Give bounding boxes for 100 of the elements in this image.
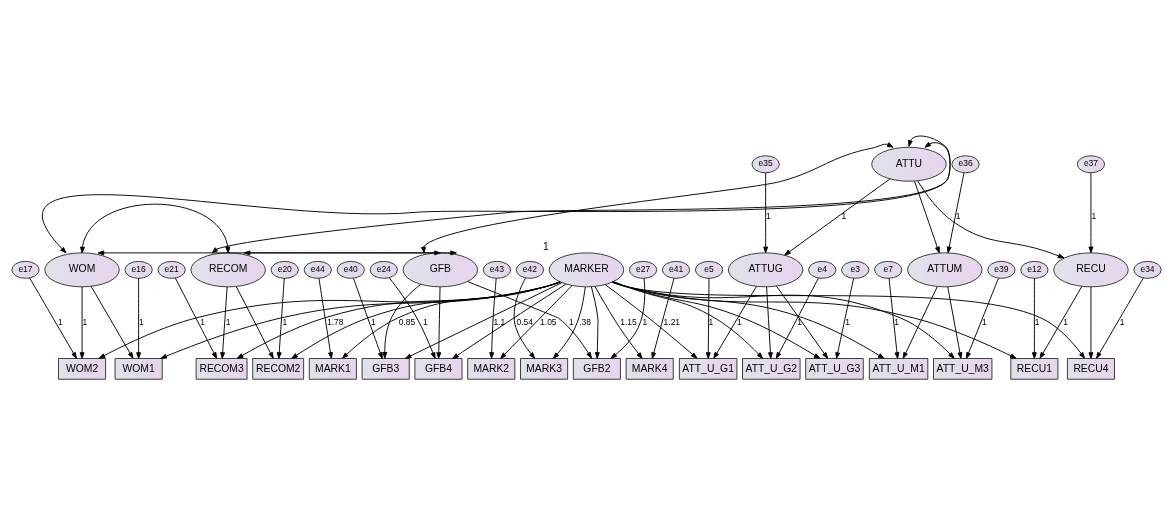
node-box: MARK4	[625, 358, 674, 380]
node-box: GFB3	[361, 358, 410, 380]
edge-label: 1.05	[540, 316, 557, 327]
arrow	[353, 277, 383, 359]
edge-label: 1	[1119, 316, 1125, 327]
arrow	[775, 277, 819, 359]
node-ellipse: e21	[157, 260, 186, 279]
edge-label: 0.85	[398, 316, 416, 327]
node-ellipse: e7	[874, 260, 903, 279]
node-ellipse: e20	[270, 260, 299, 279]
arrow	[342, 281, 561, 359]
node-ellipse: e42	[515, 260, 545, 279]
arrow	[914, 180, 940, 254]
arrow	[404, 282, 563, 359]
arrow	[613, 281, 764, 359]
node-box: RECU4	[1066, 358, 1115, 380]
arrow	[236, 281, 561, 359]
arrow	[612, 281, 885, 359]
arrow	[917, 180, 1065, 259]
arrow	[611, 281, 955, 359]
edge-label: 1	[708, 316, 714, 327]
arrow	[784, 178, 891, 256]
edge-label: 1	[1034, 316, 1040, 327]
node-box: ATT_U_G2	[742, 358, 801, 380]
edge-label: 1	[569, 316, 574, 327]
node-box: WOM2	[58, 358, 107, 380]
arrow	[276, 277, 285, 359]
node-label: 1	[543, 240, 549, 252]
node-box: RECOM3	[195, 358, 248, 380]
node-ellipse: e3	[841, 260, 870, 279]
arrow	[513, 277, 536, 359]
node-ellipse: e41	[661, 260, 691, 279]
node-ellipse: e36	[951, 155, 980, 174]
edge-label: 1	[736, 316, 742, 327]
arrow	[902, 286, 938, 359]
arrow	[766, 286, 773, 359]
edge-label: 1	[982, 316, 987, 327]
edge-label: 1	[1063, 316, 1068, 327]
edge-label: 1.15	[620, 316, 637, 327]
edge-label: 1	[894, 316, 900, 327]
arrow	[594, 285, 643, 359]
edge-label: 1	[282, 316, 288, 327]
edge-label: 1	[642, 316, 648, 327]
arrow	[291, 281, 561, 359]
edge-label: 1.1	[493, 316, 506, 327]
arrow	[888, 277, 900, 359]
arrow	[1088, 286, 1094, 359]
arrow	[382, 283, 422, 359]
arrow	[79, 286, 85, 359]
arrow	[763, 172, 769, 254]
node-ellipse: e39	[987, 260, 1016, 279]
node-ellipse: e17	[11, 260, 40, 279]
node-ellipse: e34	[1133, 260, 1162, 279]
arrow	[705, 277, 711, 359]
arrow	[174, 277, 218, 359]
arrow	[500, 285, 573, 359]
arrow	[713, 285, 757, 359]
node-ellipse: ATTUG	[727, 252, 804, 288]
arrow	[29, 277, 77, 359]
arrow	[467, 281, 592, 359]
arrow	[1088, 172, 1094, 254]
arrow	[318, 277, 333, 359]
arrow	[604, 284, 698, 359]
arrow	[136, 277, 142, 359]
edge-label: 1.21	[663, 316, 681, 327]
node-box: GFB4	[414, 358, 463, 380]
arrow	[236, 286, 274, 359]
edge-label: 1.78	[326, 316, 344, 327]
node-box: MARK1	[308, 358, 357, 380]
arrow	[1039, 285, 1083, 359]
arrow	[651, 277, 675, 359]
node-ellipse: e24	[369, 260, 398, 279]
arrow	[552, 286, 586, 359]
edge-label: 1	[797, 316, 802, 327]
edge-label: 0.54	[516, 316, 533, 327]
node-ellipse: e16	[124, 260, 153, 279]
edge-label: 1	[371, 316, 376, 327]
node-ellipse: e43	[482, 260, 512, 279]
arrow	[489, 278, 497, 359]
arrow	[436, 286, 442, 359]
edge-label: 1	[955, 211, 961, 222]
arrow	[776, 285, 829, 359]
node-box: MARK2	[467, 358, 516, 380]
node-ellipse: e35	[751, 155, 780, 174]
node-box: RECU1	[1010, 358, 1059, 380]
arrow	[610, 278, 646, 359]
node-ellipse: e5	[694, 260, 724, 279]
edge-label: 1	[766, 211, 771, 222]
node-ellipse: e40	[336, 260, 365, 279]
arrow	[452, 283, 567, 359]
edge-label: 1	[200, 316, 206, 327]
arrow	[1031, 277, 1037, 359]
edge-label: 1	[58, 316, 63, 327]
edge-label: 1	[139, 316, 144, 327]
node-ellipse: e4	[808, 260, 837, 279]
node-box: GFB2	[572, 358, 621, 380]
node-box: WOM1	[114, 358, 163, 380]
node-ellipse: e37	[1076, 155, 1106, 174]
edge-label: 1	[225, 316, 231, 327]
arrow	[946, 172, 965, 254]
